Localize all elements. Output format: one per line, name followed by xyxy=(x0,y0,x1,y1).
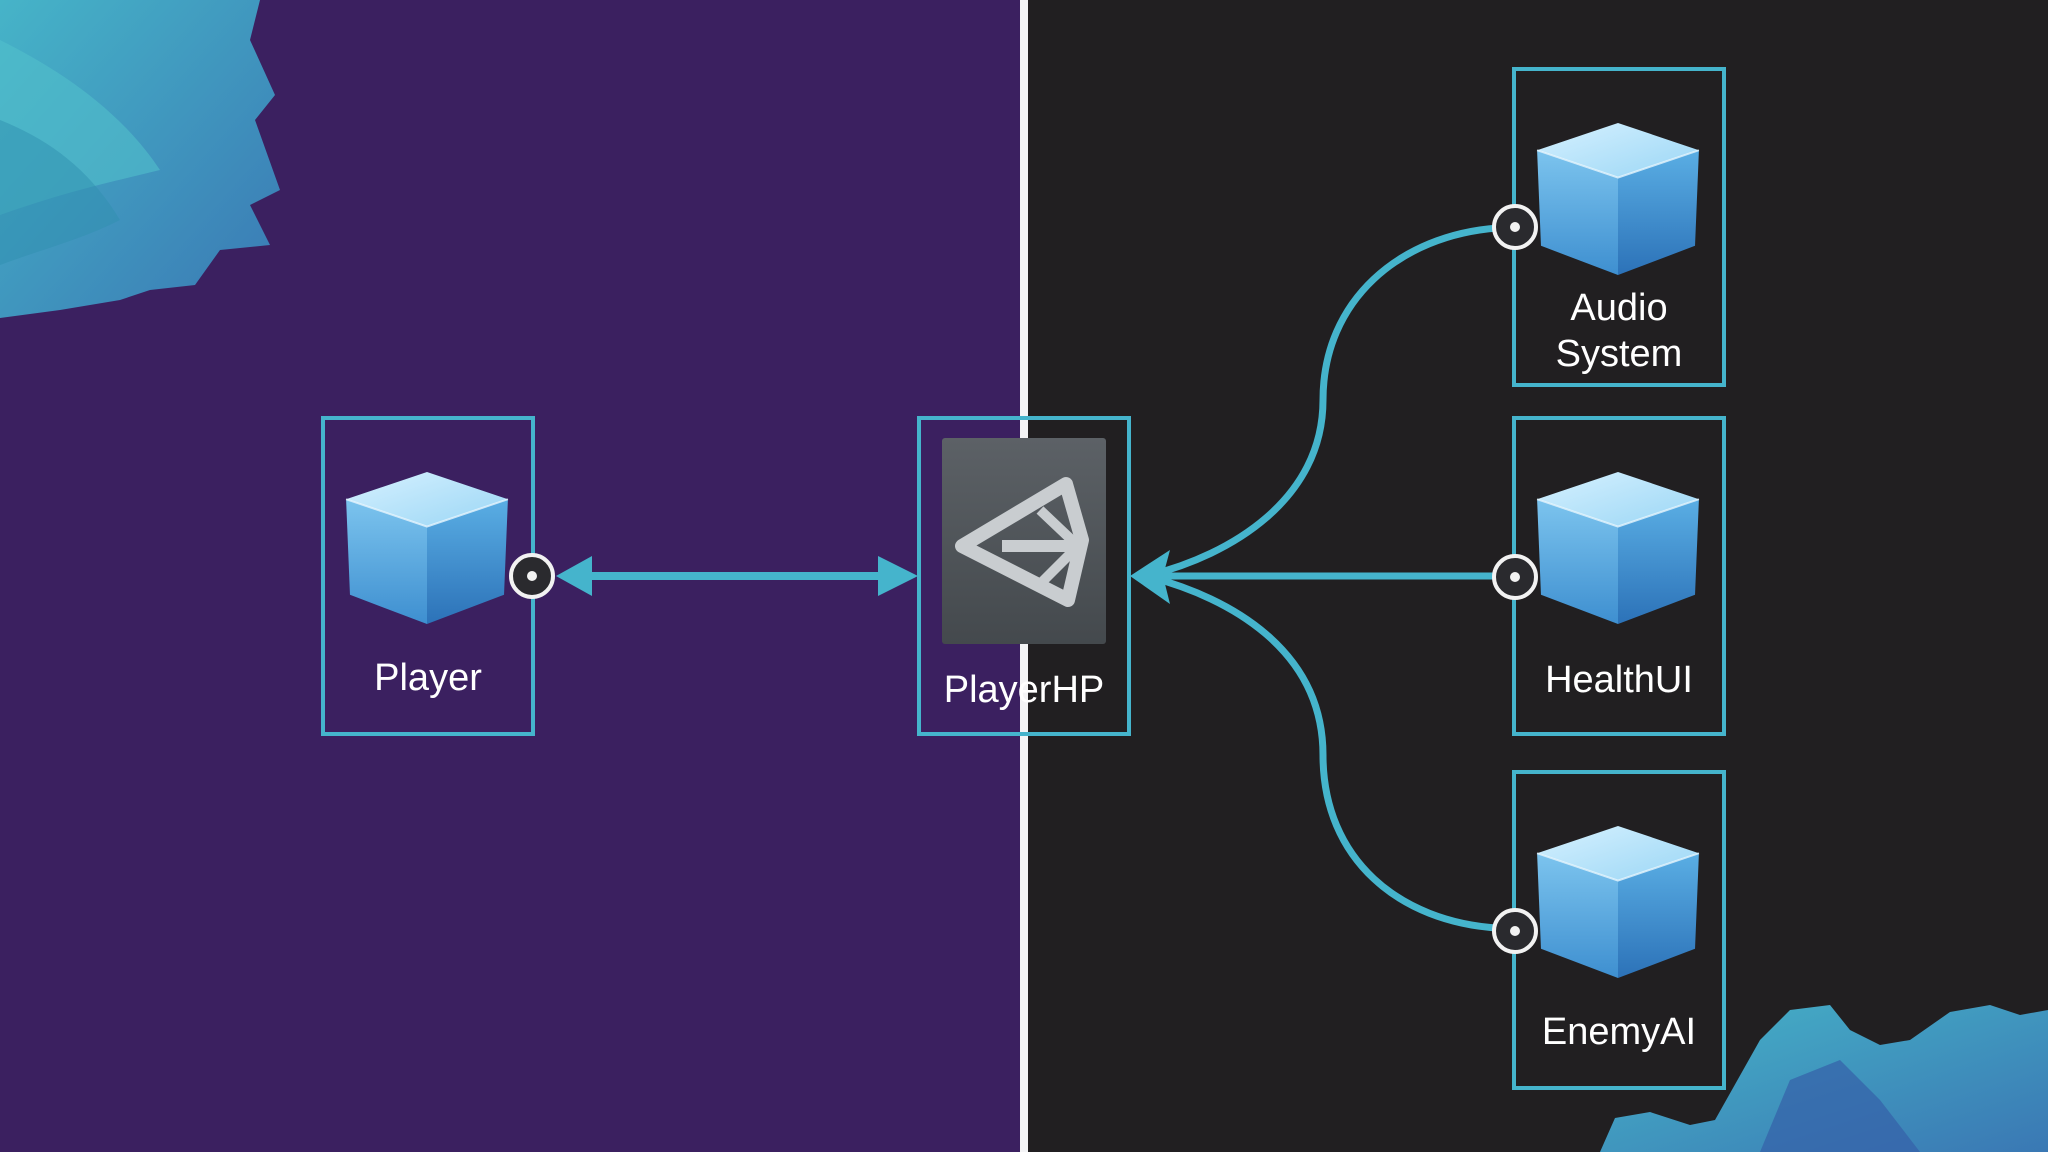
player-label: Player xyxy=(374,657,482,699)
player-hp-label: PlayerHP xyxy=(943,669,1105,711)
decorative-splash-bottom-right xyxy=(1600,1005,2048,1152)
health-ui-cube-icon xyxy=(1536,470,1700,626)
enemy-ai-label: EnemyAI xyxy=(1541,1011,1697,1053)
player-hp-node-box xyxy=(917,416,1131,736)
unity-logo-icon xyxy=(942,438,1106,644)
enemy-ai-cube-icon xyxy=(1536,824,1700,980)
player-hp-incoming-arrowhead xyxy=(1130,550,1170,604)
enemy-ai-link xyxy=(1149,573,1499,932)
player-cube-icon xyxy=(345,470,509,626)
player-port-icon[interactable] xyxy=(509,553,555,599)
enemy-ai-port-icon[interactable] xyxy=(1492,908,1538,954)
connectors xyxy=(556,224,1499,932)
player-link-arrowhead-left xyxy=(556,556,592,596)
audio-system-cube-icon xyxy=(1536,121,1700,277)
player-link-arrowhead-right xyxy=(878,556,918,596)
health-ui-label: HealthUI xyxy=(1545,659,1693,701)
audio-system-label-line2: System xyxy=(1555,333,1683,375)
health-ui-port-icon[interactable] xyxy=(1492,554,1538,600)
audio-system-label-line1: Audio xyxy=(1570,287,1668,329)
decorative-splash-top-left xyxy=(0,0,280,318)
audio-system-link xyxy=(1149,224,1499,579)
audio-system-port-icon[interactable] xyxy=(1492,204,1538,250)
